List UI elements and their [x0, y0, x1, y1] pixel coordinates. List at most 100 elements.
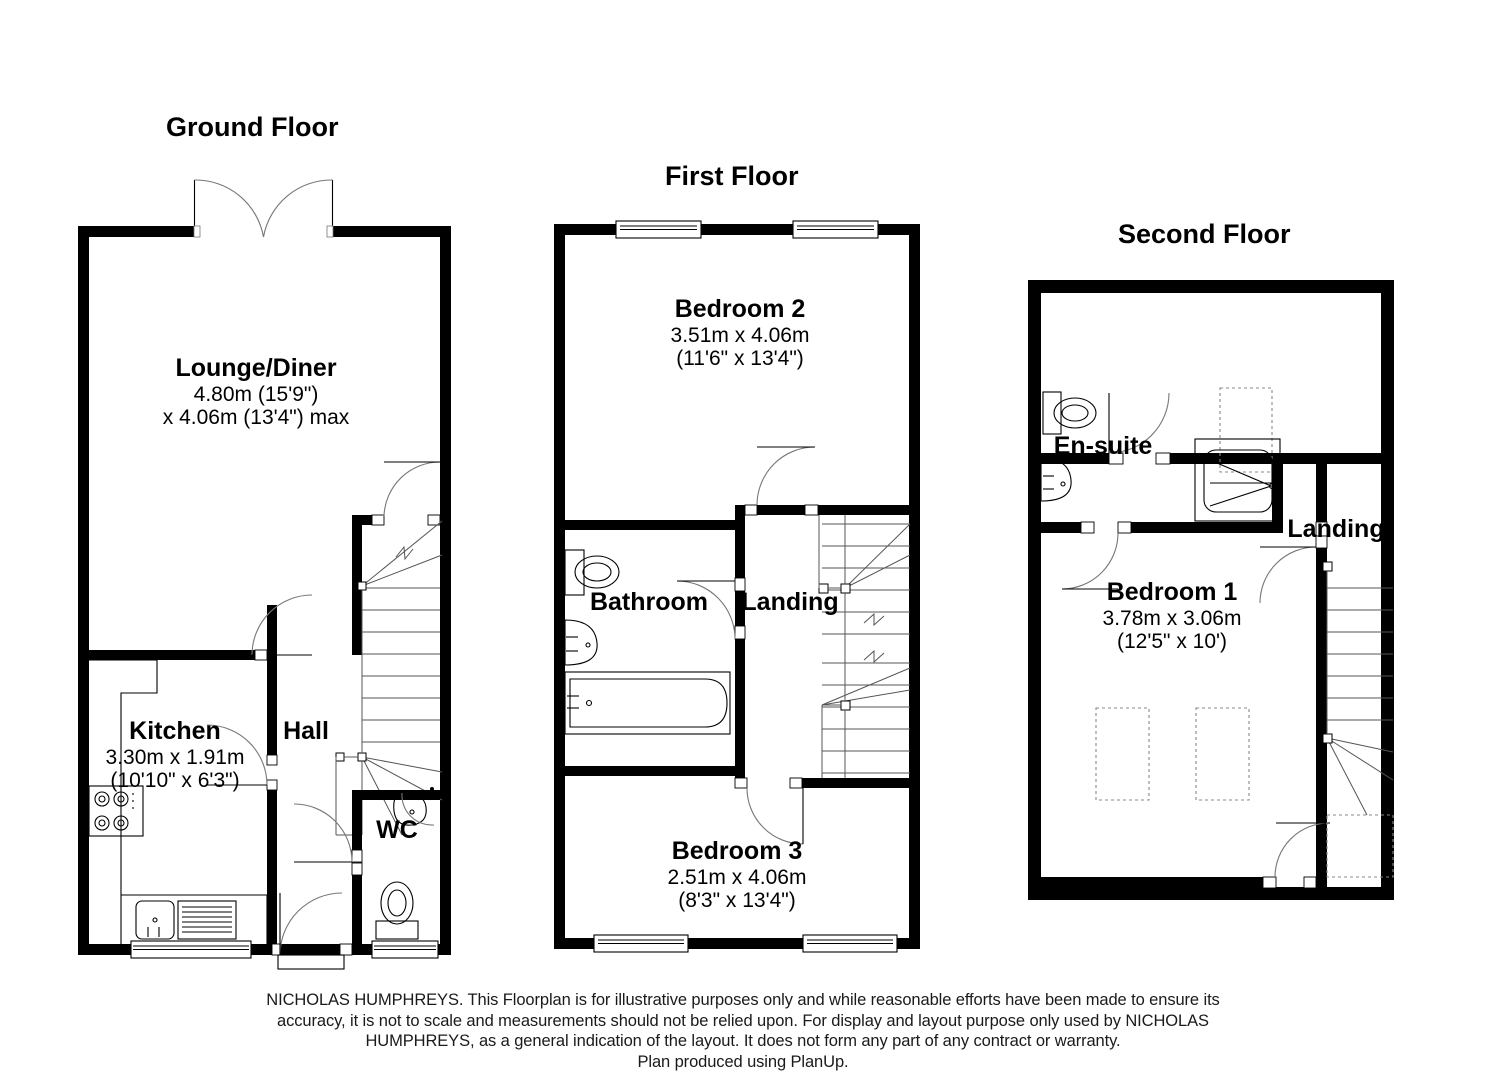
sf-ensuite-door-swing	[1061, 532, 1119, 590]
first-floor-title: First Floor	[665, 161, 799, 191]
gf-room-dim2-kitchen: (10'10" x 6'3")	[110, 769, 239, 792]
ff-b3-jamb-a	[734, 777, 748, 789]
gf-wall-kitchen-hall-upper	[267, 655, 277, 755]
ground-floor-title: Ground Floor	[166, 112, 339, 142]
gf-wall-stair-top	[352, 515, 382, 525]
ff-room-dim2-bedroom-3: (8'3" x 13'4")	[678, 889, 795, 912]
gf-wall-wc-left-upper	[352, 790, 362, 850]
sf-room-label-ensuite: En-suite	[1054, 432, 1153, 460]
ff-room-dim2-bedroom-2: (11'6" x 13'4")	[676, 347, 804, 370]
sf-landing-jamb-b	[1315, 535, 1328, 549]
sf-wall-eaves-left	[1041, 453, 1109, 464]
gf-lounge-door	[251, 594, 313, 661]
gf-wall-left	[78, 226, 89, 955]
ff-b3-door-swing	[746, 787, 804, 845]
ff-wall-bathroom-top	[565, 520, 745, 530]
gf-wc-jamb-a	[351, 849, 363, 863]
gf-room-dim1-kitchen: 3.30m x 1.91m	[106, 746, 245, 769]
sf-wall-right	[1381, 280, 1394, 900]
sf-wall-eaves-right	[1170, 453, 1381, 464]
sf-wall-landing-left-upper	[1316, 464, 1327, 522]
second-floor-plan: Second Floor	[1028, 219, 1394, 900]
ff-wall-b2-bottom	[735, 505, 805, 515]
disclaimer-line-2: accuracy, it is not to scale and measure…	[277, 1011, 1209, 1030]
sf-ensuite-jamb-d	[1117, 521, 1132, 534]
gf-cupboard-jamb-b	[427, 514, 441, 526]
sf-room-label-landing: Landing	[1287, 515, 1384, 543]
sf-wall-ensuite-bottom-right	[1131, 522, 1283, 533]
ff-wall-bottom	[554, 938, 920, 949]
sf-b1-jamb-b	[1262, 876, 1277, 889]
ff-staircase	[818, 515, 911, 778]
gf-wall-wc-top	[352, 790, 440, 800]
sf-ensuite-toilet-icon	[1042, 391, 1097, 435]
gf-room-label-wc: WC	[376, 816, 418, 844]
ff-room-dim1-bedroom-3: 2.51m x 4.06m	[668, 866, 807, 889]
ff-bathroom-door-swing	[676, 580, 736, 640]
gf-wall-lounge-kitchen	[89, 650, 267, 660]
ff-room-label-landing: Landing	[741, 588, 838, 616]
gf-wc-basin-icon	[393, 787, 435, 826]
sf-wall-left	[1028, 280, 1041, 900]
sf-room-dim1-bedroom-1: 3.78m x 3.06m	[1103, 607, 1242, 630]
ff-wall-top	[554, 224, 920, 235]
ff-room-label-bedroom-3: Bedroom 3	[672, 837, 803, 865]
sf-b1-eaves-box-right	[1195, 707, 1250, 801]
gf-cupboard-jamb-a	[371, 514, 385, 526]
sf-ensuite-jamb-b	[1155, 452, 1171, 465]
ff-bathroom-bath-icon	[564, 671, 731, 735]
sf-ensuite-jamb-c	[1080, 521, 1095, 534]
ff-room-label-bathroom: Bathroom	[590, 588, 708, 616]
disclaimer-line-4: Plan produced using PlanUp.	[637, 1052, 849, 1071]
ff-bathroom-toilet-icon	[564, 549, 620, 596]
ff-wall-bathroom-bottom	[565, 766, 745, 776]
disclaimer-line-3: HUMPHREYS, as a general indication of th…	[365, 1032, 1121, 1050]
ff-window-top-right	[792, 220, 879, 239]
gf-wall-top-left	[78, 226, 194, 237]
sf-wall-ensuite-right	[1272, 464, 1283, 532]
ff-b2-jamb-a	[744, 504, 758, 516]
ff-wall-b2-bottom-right	[818, 505, 910, 515]
sf-wall-b1-bottom	[1041, 877, 1263, 888]
gf-room-label-kitchen: Kitchen	[129, 717, 221, 745]
gf-room-dim1-lounge-diner: 4.80m (15'9")	[194, 383, 319, 406]
gf-wc-jamb-b	[351, 862, 363, 876]
gf-wall-bottom	[78, 944, 451, 955]
sf-staircase	[1322, 561, 1394, 878]
sf-b1-door-swing	[1274, 822, 1330, 878]
gf-front-door	[271, 892, 353, 970]
ff-room-label-bedroom-2: Bedroom 2	[675, 295, 806, 323]
ff-b3-jamb-b	[789, 777, 803, 789]
sf-b1-jamb-a	[1303, 876, 1317, 889]
sf-wall-ensuite-bottom-left	[1041, 522, 1081, 533]
gf-kitchen-door-jamb-top	[266, 754, 278, 766]
gf-wall-right	[440, 226, 451, 955]
gf-wall-wc-left-lower	[352, 875, 362, 945]
ff-window-bottom-left	[593, 934, 689, 953]
gf-wall-kitchen-hall-lower	[267, 790, 277, 945]
ff-b2-door-swing	[756, 446, 816, 506]
disclaimer-block: NICHOLAS HUMPHREYS. This Floorplan is fo…	[238, 990, 1248, 1072]
gf-kitchen-door-jamb-bottom	[266, 779, 278, 791]
ff-room-dim1-bedroom-2: 3.51m x 4.06m	[671, 324, 810, 347]
disclaimer-line-1: NICHOLAS HUMPHREYS. This Floorplan is fo…	[266, 991, 1220, 1009]
gf-cupboard-door-swing	[383, 461, 441, 517]
sf-wall-landing-left-lower	[1316, 547, 1327, 887]
gf-room-label-hall: Hall	[283, 717, 329, 745]
ff-bathroom-basin-icon	[564, 619, 598, 666]
sf-landing-door-swing	[1259, 546, 1317, 604]
sf-wall-top	[1028, 280, 1394, 293]
first-floor-plan: First Floor	[554, 161, 920, 953]
ff-wall-bathroom-right-a	[735, 590, 745, 626]
sf-wall-bottom	[1028, 887, 1394, 900]
sf-b1-eaves-box-left	[1095, 707, 1150, 801]
gf-room-dim2-lounge-diner: x 4.06m (13'4") max	[163, 406, 350, 429]
second-floor-title: Second Floor	[1118, 219, 1291, 249]
gf-kitchen-units	[88, 659, 268, 944]
ff-wall-b3-top-right	[802, 778, 910, 788]
gf-wall-lounge-hall-stub	[267, 605, 277, 660]
gf-wc-window	[371, 940, 439, 959]
gf-room-label-lounge-diner: Lounge/Diner	[175, 354, 336, 382]
